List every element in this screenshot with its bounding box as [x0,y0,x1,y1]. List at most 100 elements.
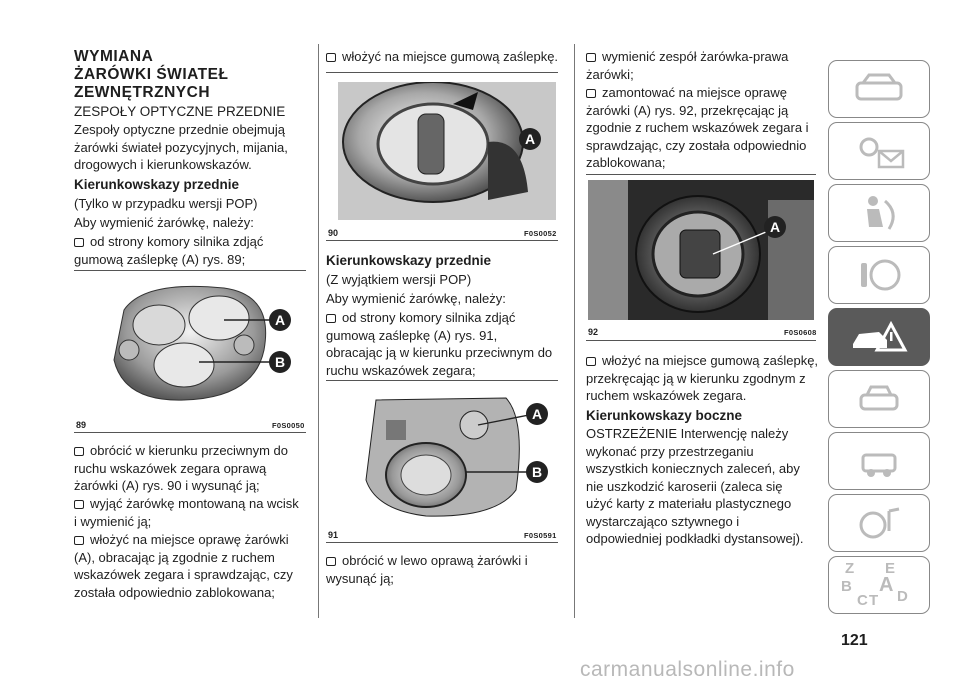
subheading: ZESPOŁY OPTYCZNE PRZEDNIE [74,104,286,119]
para: (Z wyjątkiem wersji POP) [326,271,471,289]
step-item: wymienić zespół żarówka-prawa żarówki; [586,48,788,83]
index-letter: Z [845,560,855,577]
tab-safety[interactable] [828,184,930,242]
text-line: gumową zaślepkę (A) rys. 91, [326,327,498,343]
tab-technical-data[interactable] [828,432,930,490]
checkbox-icon [74,500,84,509]
divider [326,72,558,73]
callout-a: A [269,309,291,331]
figure-91-headlamp-rear [365,397,535,517]
text-line: została odpowiednio zablokowana; [74,584,275,600]
divider [586,340,816,341]
tab-dashboard[interactable] [828,60,930,118]
step-item: obrócić w kierunku przeciwnym do ruchu w… [74,442,288,495]
text-line: ruchem wskazówek zegara. [586,388,747,403]
figure-number: 91 [328,530,339,540]
checkbox-icon [74,536,84,545]
text-line: wysunąć ją; [326,570,394,586]
divider [326,240,558,241]
index-letter: E [885,560,896,577]
text-line: (Z wyjątkiem wersji POP) [326,272,472,287]
step-item: włożyć na miejsce gumową zaślepkę. [326,48,558,66]
callout-b: B [269,351,291,373]
column-divider [318,44,319,618]
callout-a: A [519,128,541,150]
tab-maintenance[interactable] [828,370,930,428]
emergency-car-icon [853,320,908,352]
warning-lights-icon [859,137,905,169]
text-line: obrócić w kierunku przeciwnym do [90,443,288,458]
index-letters-icon: Z E B A C T D [839,560,919,610]
steering-key-icon [861,259,901,291]
tab-emergency[interactable] [828,308,930,366]
step-item: zamontować na miejsce oprawę żarówki (A)… [586,84,809,172]
index-letter: A [879,574,894,596]
divider [74,432,306,433]
text-line: nie uszkodzić karoserii (zaleca się [586,478,783,494]
checkbox-icon [74,447,84,456]
section-title: WYMIANA ŻARÓWKI ŚWIATEŁ ZEWNĘTRZNYCH [74,48,228,102]
callout-b: B [526,461,548,483]
index-letter: T [869,592,879,609]
heading-front-indicators: Kierunkowskazy przednie [326,253,492,268]
text-line: (Tylko w przypadku wersji POP) [74,196,258,211]
text-line: wystarczająco sztywnego i [586,513,740,529]
text-line: zamontować na miejsce oprawę [602,85,787,100]
divider [74,270,306,271]
checkbox-icon [326,557,336,566]
multimedia-icon [859,507,900,539]
column-divider [574,44,575,618]
technical-data-icon [861,453,897,477]
divider [586,174,816,175]
para: Aby wymienić żarówkę, należy: [326,290,506,308]
intro-text: Zespoły optyczne przednie obejmują żarów… [74,121,288,174]
text-line: wskazówek zegara i sprawdzając, czy [74,567,293,582]
step-item: od strony komory silnika zdjąć gumową za… [74,233,263,268]
text-line: wykonać przy przestrzeganiu [586,443,754,459]
figure-code: F0S0608 [784,328,817,337]
tab-warning-lights[interactable] [828,122,930,180]
text-line: obracając ją w kierunku przeciwnym do [326,345,553,360]
text-line: żarówki (A) rys. 92, przekręcając ją [586,102,789,118]
text-line: Zespoły optyczne przednie obejmują [74,122,286,137]
text-line: OSTRZEŻENIE Interwencję należy [586,426,789,441]
checkbox-icon [586,53,596,62]
tab-multimedia[interactable] [828,494,930,552]
section-title-line: WYMIANA [74,48,154,65]
checkbox-icon [74,238,84,247]
text-line: włożyć na miejsce gumową zaślepkę. [342,49,559,64]
text-line: od strony komory silnika zdjąć [90,234,264,249]
text-line: Aby wymienić żarówkę, należy: [74,215,254,230]
figure-number: 89 [76,420,87,430]
checkbox-icon [586,357,596,366]
text-line: Aby wymienić żarówkę, należy: [326,291,506,306]
tab-index[interactable]: Z E B A C T D [828,556,930,614]
safety-airbag-icon [867,196,895,230]
figure-code: F0S0052 [524,229,557,238]
step-item: wyjąć żarówkę montowaną na wcisk i wymie… [74,495,299,530]
text-line: gumową zaślepkę (A) rys. 89; [74,251,246,267]
text-line: przekręcając ją w kierunku zgodnym z [586,370,806,386]
text-line: włożyć na miejsce oprawę żarówki [90,532,289,547]
figure-number: 90 [328,228,339,238]
para: (Tylko w przypadku wersji POP) [74,195,258,213]
checkbox-icon [586,89,596,98]
heading-front-indicators: Kierunkowskazy przednie [74,177,240,192]
text-line: wszystkich koniecznych zaleceń, aby [586,461,800,476]
figure-code: F0S0050 [272,421,305,430]
callout-a: A [526,403,548,425]
text-line: wymienić zespół żarówka-prawa [602,49,789,64]
maintenance-car-icon [859,385,899,411]
step-item: obrócić w lewo oprawą żarówki i wysunąć … [326,552,528,587]
divider [326,542,558,543]
watermark: carmanualsonline.info [580,658,795,681]
checkbox-icon [326,314,336,323]
text-line: włożyć na miejsce gumową zaślepkę, [602,353,819,368]
text-line: żarówki świateł pozycyjnych, mijania, [74,139,288,155]
tab-starting-driving[interactable] [828,246,930,304]
text-line: obrócić w lewo oprawą żarówki i [342,553,528,568]
car-dashboard-icon [855,73,903,101]
warning-text: OSTRZEŻENIE Interwencję należy wykonać p… [586,425,804,548]
text-line: żarówki; [586,66,634,82]
section-title-line: ZEWNĘTRZNYCH [74,84,211,101]
